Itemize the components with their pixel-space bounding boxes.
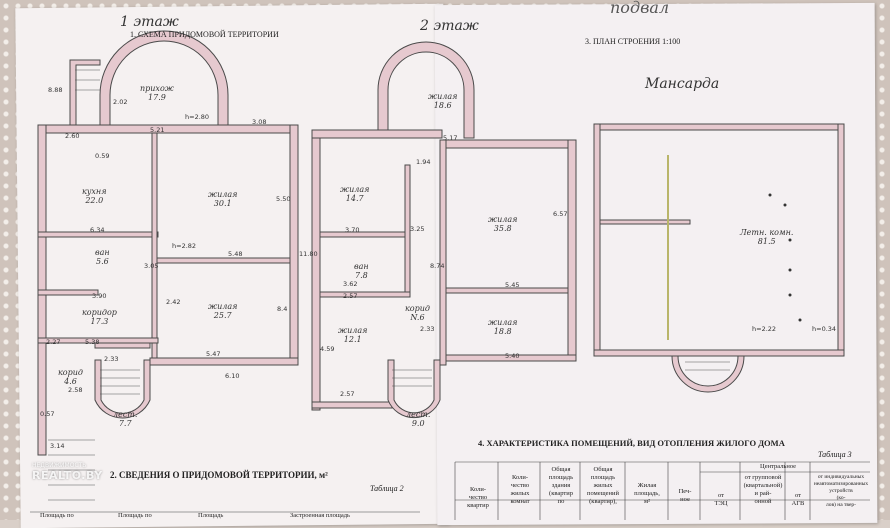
- dim-label: 3.25: [410, 225, 425, 233]
- table3-header: Общая площадь здания (квартир по: [548, 466, 574, 505]
- dim-label: 2.33: [104, 355, 119, 363]
- f2-bay-window: [377, 41, 475, 139]
- dim-label: 5.48: [228, 250, 243, 258]
- dim-label: 4.59: [320, 345, 335, 353]
- table3-header: Жилая площадь, м²: [634, 482, 660, 505]
- dim-label: 8.74: [430, 262, 445, 270]
- dim-label: 2.33: [420, 325, 435, 333]
- dim-label: 5.45: [505, 281, 520, 289]
- dim-label: 6.57: [553, 210, 568, 218]
- dim-label: 2.57: [340, 390, 355, 398]
- dim-label: 5.40: [505, 352, 520, 360]
- handwritten-note: подвал: [610, 0, 670, 17]
- attic-wall-top: [593, 123, 845, 131]
- dim-label: 3.62: [343, 280, 358, 288]
- dim-label: 5.47: [206, 350, 221, 358]
- dim-label: 3.70: [345, 226, 360, 234]
- f1-wall-bottom: [149, 357, 299, 366]
- dim-label: 11.80: [299, 250, 318, 258]
- table2-header: Площадь: [198, 512, 224, 519]
- dim-label: 3.05: [144, 262, 159, 270]
- table3-header: Коли- чество жилых комнат: [510, 474, 530, 505]
- f1-wall-living: [156, 257, 291, 264]
- dim-label: 3.14: [50, 442, 65, 450]
- table3-group-header: Центральное: [760, 463, 797, 470]
- section4-title: 4. ХАРАКТЕРИСТИКА ПОМЕЩЕНИЙ, ВИД ОТОПЛЕН…: [478, 438, 785, 448]
- dim-label: 2.60: [65, 132, 80, 140]
- section2-title: 2. СВЕДЕНИЯ О ПРИДОМОВОЙ ТЕРРИТОРИИ, м²: [110, 470, 328, 480]
- floor1-title: 1 этаж: [120, 14, 179, 30]
- f1-wall-right: [289, 124, 299, 366]
- floor1-subtitle: 1. СХЕМА ПРИДОМОВОЙ ТЕРРИТОРИИ: [130, 30, 279, 39]
- dim-label: h=2.80: [185, 113, 210, 121]
- table3-header: от групповой (квартальной) и рай- онной: [743, 474, 783, 505]
- table3-header: от индивидуальных неавтоматизированных у…: [813, 474, 869, 508]
- dim-label: 2.27: [46, 338, 61, 346]
- table3-header: от АГВ: [791, 492, 805, 507]
- dim-label: 2.57: [343, 292, 358, 300]
- dim-label: 5.17: [443, 134, 458, 142]
- table2-label: Таблица 2: [370, 484, 404, 493]
- table3-header: Коли- чество квартир: [467, 486, 489, 509]
- dim-label: 5.50: [276, 195, 291, 203]
- attic-title: Мансарда: [645, 76, 720, 92]
- dim-label: 8.88: [48, 86, 63, 94]
- table2-header: Площадь по: [40, 512, 74, 519]
- table3-label: Таблица 3: [818, 450, 852, 459]
- dim-label: 8.4: [277, 305, 288, 313]
- dim-label: 5.38: [85, 338, 100, 346]
- table3-header: Печ- ное: [678, 488, 692, 503]
- dim-label: 2.42: [166, 298, 181, 306]
- dim-label: 2.58: [68, 386, 83, 394]
- dim-label: 0.57: [40, 410, 55, 418]
- dim-label: 5.21: [150, 126, 165, 134]
- table2-header: Застроенная площадь: [290, 512, 351, 519]
- floor2-title: 2 этаж: [420, 18, 479, 34]
- dim-label: 3.08: [252, 118, 267, 126]
- f1-wall-kitchen: [37, 231, 159, 238]
- dim-label: 3.90: [92, 292, 107, 300]
- f1-stair-bay: [94, 359, 151, 419]
- dim-label: 0.59: [95, 152, 110, 160]
- dim-label: h=0.34: [812, 325, 837, 333]
- room-attic-summer: Летн. комн.81.5: [740, 228, 794, 246]
- f1-bay-window: [99, 30, 229, 126]
- realto-watermark: НЕДВИЖИМОСТЬ REALTO.BY: [32, 462, 103, 482]
- dim-label: 1.94: [416, 158, 431, 166]
- dim-label: 6.34: [90, 226, 105, 234]
- table3-header: от ТЭЦ: [714, 492, 728, 507]
- room-stairs-1: лест.7.7: [113, 410, 138, 428]
- room-f2-stairs: лест.9.0: [406, 410, 431, 428]
- plan-header: 3. ПЛАН СТРОЕНИЯ 1:100: [585, 37, 681, 46]
- table2-header: Площадь по: [118, 512, 152, 519]
- dim-label: h=2.82: [172, 242, 197, 250]
- attic-stair-bay: [671, 355, 745, 393]
- dim-label: 2.02: [113, 98, 128, 106]
- f1-wall-middle: [151, 132, 158, 359]
- f2-wall-left: [311, 129, 321, 411]
- dim-label: h=2.22: [752, 325, 777, 333]
- dim-label: 6.10: [225, 372, 240, 380]
- table3-header: Общая площадь жилых помещений (квартир),: [587, 466, 619, 505]
